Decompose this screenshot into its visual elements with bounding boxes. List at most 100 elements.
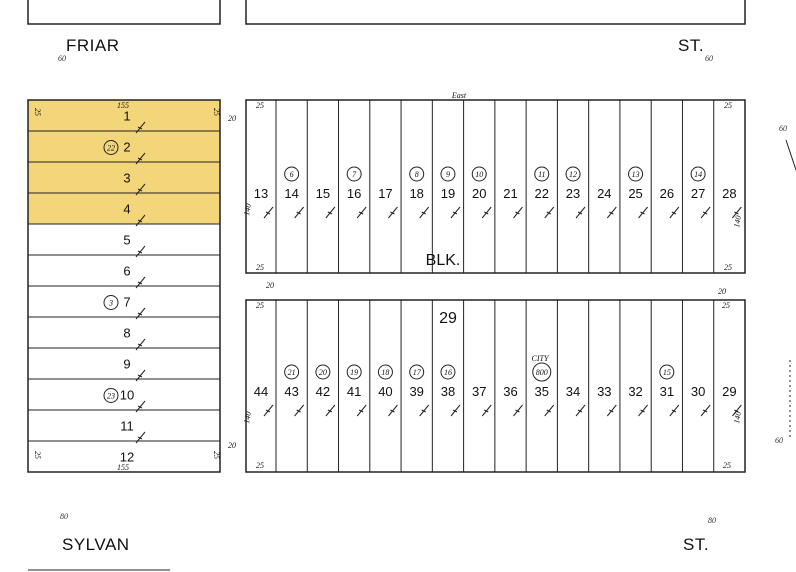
lot-tie-mark [135, 245, 146, 258]
street-width-east-lower: 60 [775, 436, 783, 445]
lot-tie-mark [356, 206, 367, 219]
parcel-number: 7 [352, 170, 357, 179]
lot-tie-mark [606, 404, 617, 417]
lot-tie-mark [575, 404, 586, 417]
lot-tie-mark [575, 206, 586, 219]
lot-tie-mark [388, 206, 398, 219]
parcel-circle [440, 364, 456, 380]
street-width-st-top: 60 [705, 54, 713, 63]
lot-tie-mark [419, 206, 430, 219]
lot-number: 12 [120, 450, 134, 465]
parcel-circle [659, 364, 675, 380]
lot-number: 37 [472, 384, 486, 399]
lot-tie-mark [294, 404, 305, 417]
parcel-number: 19 [350, 368, 358, 377]
dim-west-width-bottom: 155 [117, 463, 129, 472]
lot-number: 10 [120, 388, 134, 403]
parcel-number: 22 [107, 144, 115, 153]
lot-number: 36 [503, 384, 517, 399]
lot-number: 24 [597, 186, 611, 201]
lot-tie-mark [481, 404, 492, 417]
lot-number: 40 [378, 384, 392, 399]
lot-number: 6 [123, 264, 130, 279]
parcel-number: 6 [290, 170, 294, 179]
lot-tie-mark [135, 400, 146, 413]
highlighted-lot [28, 100, 220, 131]
parcel-circle [315, 364, 331, 380]
highlighted-lot [28, 193, 220, 224]
dim-lot-width: 25 [256, 101, 264, 110]
lot-tie-mark [700, 404, 711, 417]
block-top-left-edge [27, 0, 221, 25]
lot-number: 29 [722, 384, 736, 399]
parcel-circle [409, 166, 425, 182]
block-top-right-edge [245, 0, 746, 25]
lot-tie-mark [669, 206, 680, 219]
lot-tie-mark [263, 206, 274, 219]
parcel-number: 10 [475, 170, 483, 179]
lot-tie-mark [513, 206, 523, 219]
lot-number: 11 [120, 419, 134, 434]
dim-lot-width: 25 [723, 461, 731, 470]
lot-tie-mark [731, 206, 742, 219]
lot-tie-mark [135, 214, 146, 227]
lot-tie-mark [606, 206, 617, 219]
parcel-circle [628, 166, 644, 182]
parcel-circle [377, 364, 393, 380]
parcel-circle [471, 166, 487, 182]
lot-number: 9 [123, 357, 130, 372]
dim-lot-width: 25 [256, 301, 264, 310]
lot-tie-mark [356, 404, 367, 417]
parcel-number: 17 [413, 368, 422, 377]
lot-tie-mark [638, 206, 648, 219]
lot-tie-mark [669, 404, 680, 417]
parcel-number: 3 [108, 299, 113, 308]
lot-number: 2 [123, 140, 130, 155]
north-row-outline [245, 99, 746, 274]
dim-alley: 20 [228, 441, 236, 450]
street-width-friar: 60 [58, 54, 66, 63]
lot-number: 30 [691, 384, 705, 399]
lot-number: 35 [535, 384, 549, 399]
south-row-outline [245, 299, 746, 473]
lot-tie-mark [419, 404, 430, 417]
parcel-circle [103, 140, 119, 155]
parcel-circle [103, 388, 119, 403]
lot-tie-mark [135, 276, 146, 289]
block-label: BLK. [426, 252, 461, 269]
parcel-circle [690, 166, 706, 182]
block-number: 29 [439, 310, 457, 327]
lot-number: 19 [441, 186, 455, 201]
lot-tie-mark [481, 206, 492, 219]
lot-number: 3 [123, 171, 130, 186]
lot-tie-mark [700, 206, 711, 219]
parcel-number: 20 [319, 368, 327, 377]
lot-number: 43 [284, 384, 298, 399]
lot-number: 26 [660, 186, 674, 201]
dim-lot-depth: 140 [242, 411, 253, 424]
lot-number: 5 [123, 233, 130, 248]
parcel-number: 16 [444, 368, 452, 377]
dim-lot-width: 25 [33, 108, 42, 116]
dim-alley: 20 [266, 281, 274, 290]
parcel-number: 11 [538, 170, 545, 179]
street-label-st-top: ST. [678, 36, 705, 55]
parcel-circle [346, 166, 362, 182]
lot-number: 31 [660, 384, 674, 399]
parcel-circle [284, 364, 300, 380]
lot-tie-mark [294, 206, 305, 219]
street-width-east: 60 [779, 124, 787, 133]
parcel-number: 18 [381, 368, 389, 377]
parcel-number: 8 [415, 170, 419, 179]
parcel-number: 12 [569, 170, 577, 179]
lot-number: 14 [284, 186, 298, 201]
lot-number: 20 [472, 186, 486, 201]
lot-tie-mark [325, 404, 336, 417]
lot-tie-mark [638, 404, 648, 417]
parcel-circle [565, 166, 581, 182]
lot-number: 4 [123, 202, 130, 217]
street-label-st-bottom: ST. [683, 535, 710, 554]
lot-number: 21 [503, 186, 517, 201]
parcel-circle [103, 295, 119, 310]
lot-number: 32 [628, 384, 642, 399]
